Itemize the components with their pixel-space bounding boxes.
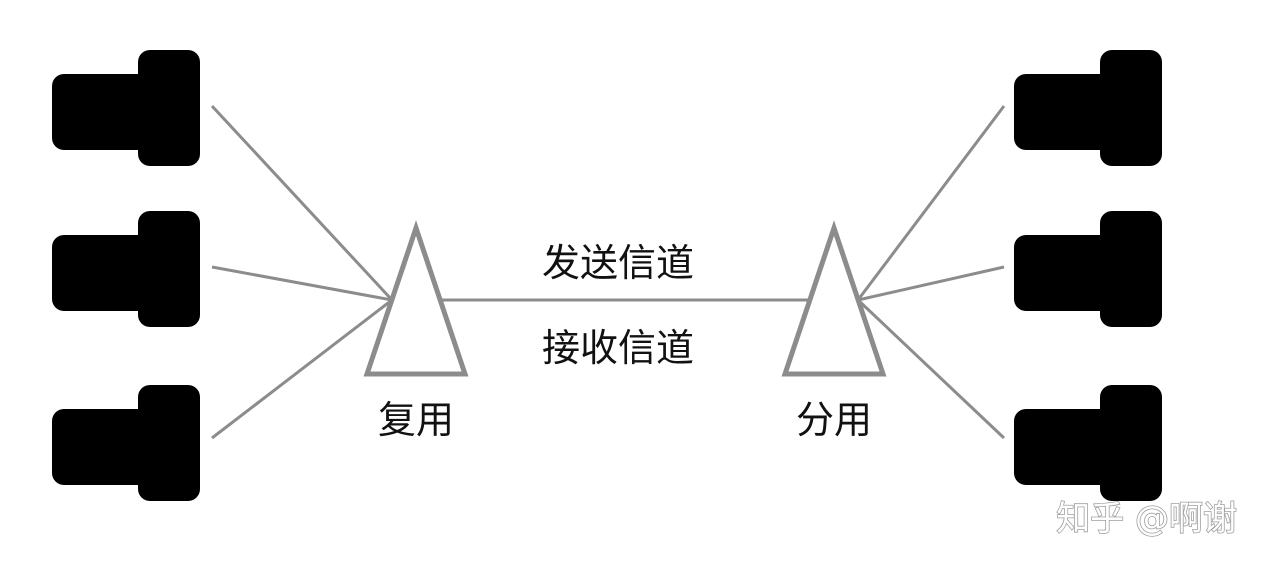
computer-left-1	[52, 50, 200, 166]
computer-left-2	[52, 211, 200, 327]
link-right-3	[856, 298, 1006, 440]
computer-right-2	[1014, 211, 1162, 327]
computer-right-1	[1014, 50, 1162, 166]
link-left-3	[211, 298, 393, 440]
link-right-2	[857, 265, 1005, 302]
send-channel-label: 发送信道	[542, 241, 694, 285]
demultiplexer-label: 分用	[796, 398, 872, 442]
multiplexer-triangle	[363, 220, 469, 377]
watermark: 知乎 @啊谢	[1056, 499, 1237, 539]
link-right-1	[856, 105, 1006, 301]
receive-channel-label: 接收信道	[542, 326, 694, 370]
computer-right-3	[1014, 385, 1162, 501]
link-left-1	[210, 104, 394, 302]
computer-left-3	[52, 385, 200, 501]
link-left-2	[211, 265, 393, 302]
multiplexer-label: 复用	[378, 398, 454, 442]
demultiplexer-triangle	[781, 220, 887, 377]
